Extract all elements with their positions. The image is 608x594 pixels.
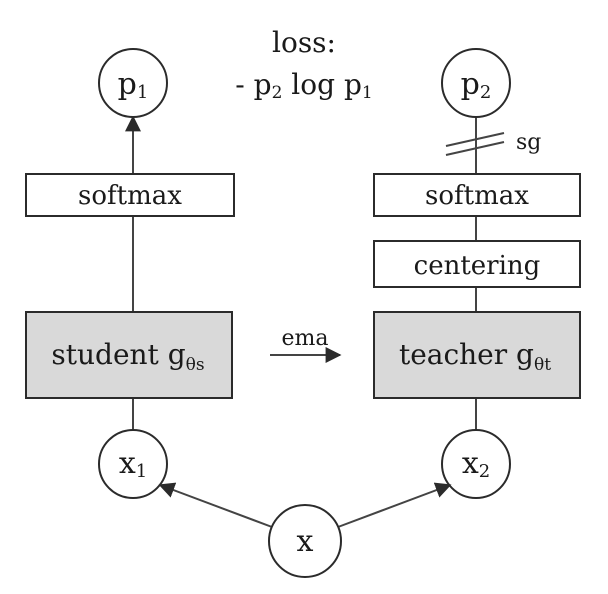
source-to-student-arrow [158,482,273,528]
teacher-network-box [373,311,581,399]
student-output-label: p1 [118,67,149,103]
student-input-node [98,429,168,499]
source-to-teacher-arrow [337,482,452,528]
loss-formula: - p2 log p1 [235,68,372,103]
student-input-label: x1 [119,446,147,482]
teacher-softmax-box [373,173,581,217]
loss-title: loss: [272,26,336,59]
student-network-label: student gθs [51,338,204,375]
student-softmax-box [25,173,235,217]
stop-gradient-mark-1 [445,132,505,147]
student-softmax-label: softmax [78,181,182,211]
stop-gradient-label: sg [516,130,541,155]
teacher-input-label: x2 [462,446,490,482]
source-input-node [268,504,342,578]
teacher-input-node [441,429,511,499]
teacher-centering-box [373,240,581,288]
student-network-box [25,311,233,399]
teacher-output-label: p2 [461,67,492,103]
teacher-output-node [441,48,511,118]
teacher-centering-label: centering [414,251,541,281]
stop-gradient-mark-2 [445,141,505,156]
teacher-network-label: teacher gθt [399,338,551,375]
student-output-node [98,48,168,118]
ema-label: ema [282,326,329,351]
teacher-softmax-label: softmax [425,181,529,211]
source-input-label: x [297,524,314,559]
